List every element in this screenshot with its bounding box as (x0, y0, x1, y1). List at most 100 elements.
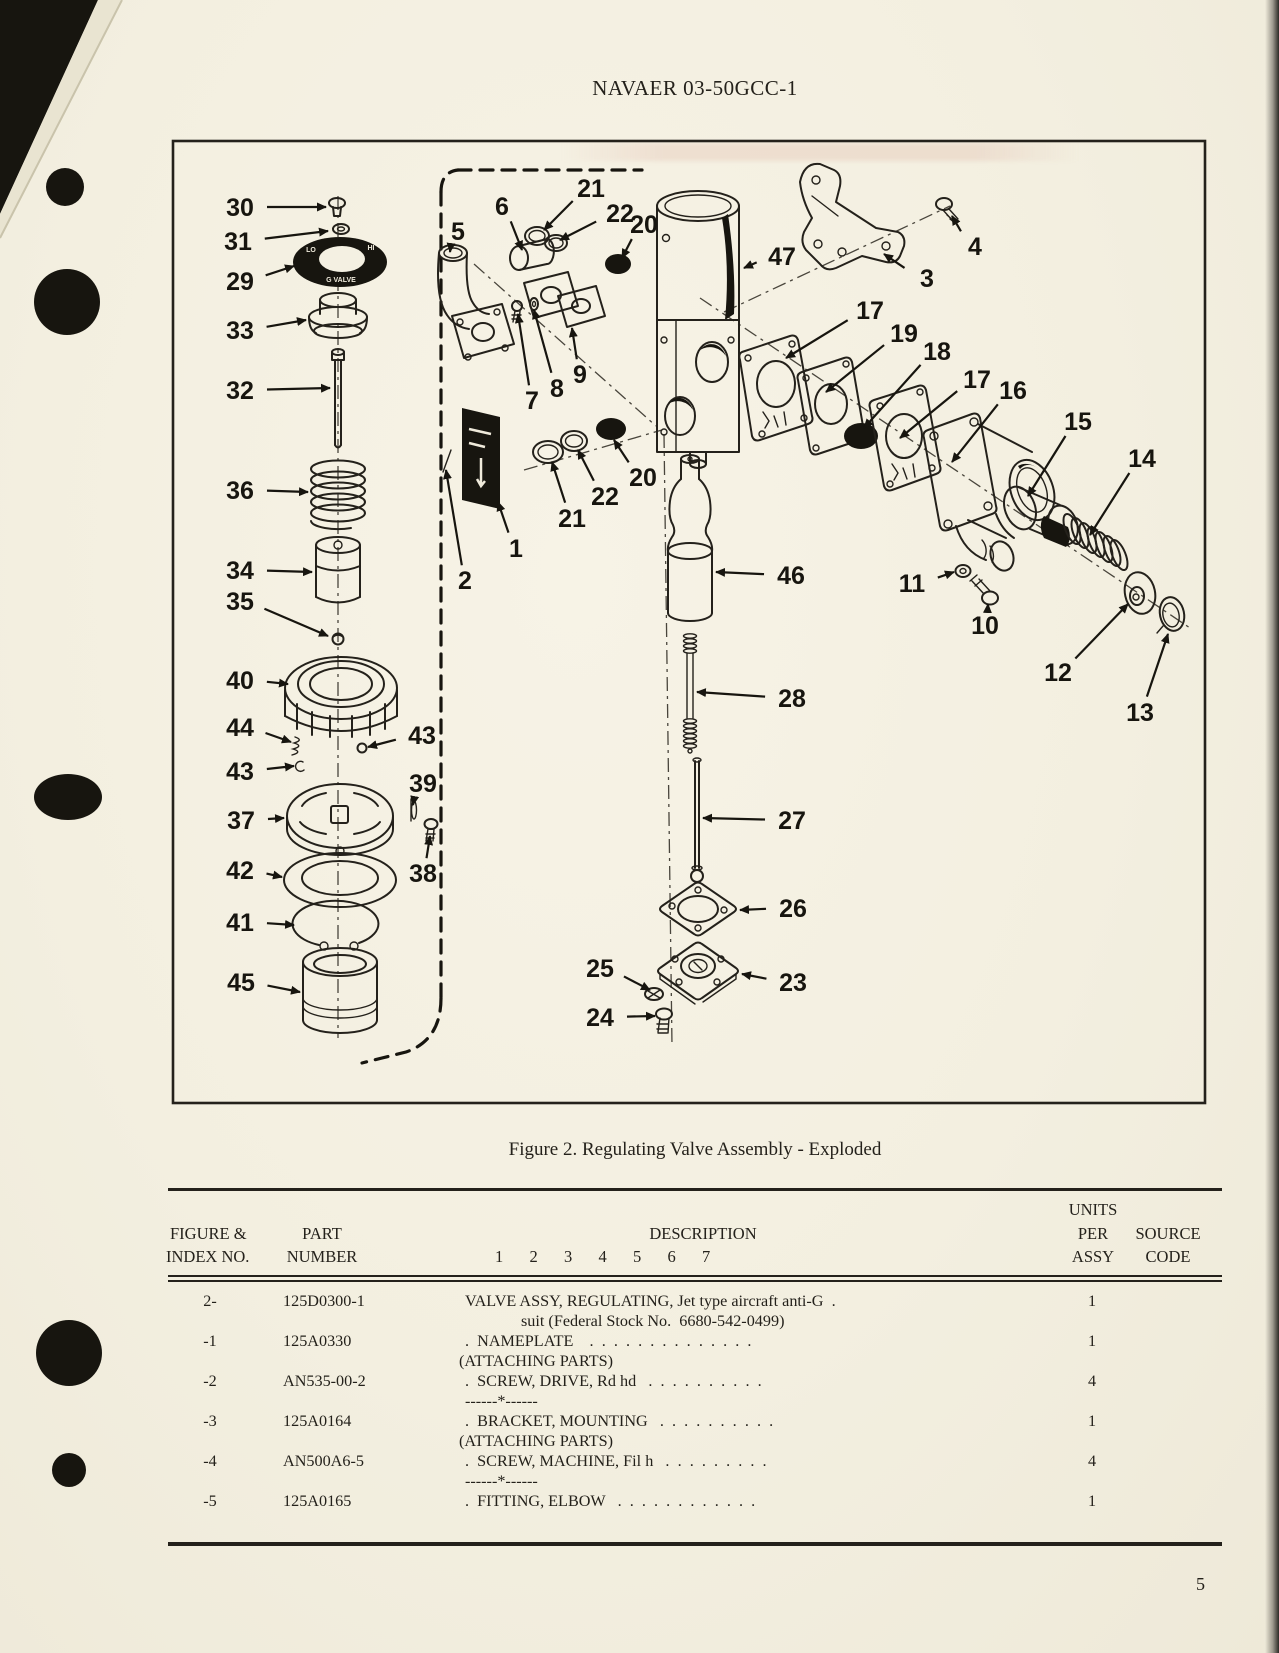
part-piston-34 (315, 536, 361, 604)
figure-border (171, 139, 1207, 1105)
cell-c2: 125A0330 (283, 1332, 352, 1350)
leader-line-24 (626, 1011, 656, 1021)
table-header-assy: ASSY (1071, 1247, 1115, 1266)
table-header-code: CODE (1145, 1247, 1191, 1266)
table-header-indent-levels: 1 2 3 4 5 6 7 (495, 1247, 717, 1266)
leader-line-11 (937, 570, 955, 580)
callout-36: 36 (226, 477, 254, 505)
leader-line-38 (424, 835, 434, 859)
leader-line-21 (550, 461, 567, 503)
part-elbow-housing-16 (922, 412, 1056, 572)
callout-2: 2 (458, 567, 472, 595)
leader-line-17 (899, 390, 958, 439)
leader-line-35 (263, 607, 329, 638)
leader-line-26 (739, 905, 767, 915)
leader-line-19 (825, 344, 885, 393)
svg-text:HI: HI (368, 245, 375, 252)
callout-32: 32 (226, 377, 254, 405)
callout-43: 43 (408, 722, 436, 750)
part-stem-32 (331, 348, 345, 449)
leader-line-5 (446, 242, 456, 253)
callout-21: 21 (558, 505, 586, 533)
table-header-source: SOURCE (1135, 1224, 1201, 1243)
leader-line-22 (559, 220, 597, 241)
leader-line-12 (1074, 603, 1129, 660)
callout-45: 45 (227, 969, 255, 997)
part-rings-21-22-20-top (524, 226, 631, 274)
part-gasket-17-first (738, 334, 814, 442)
callout-47: 47 (768, 243, 796, 271)
cell-c3: ------*------ (465, 1472, 538, 1490)
cell-c3: . SCREW, MACHINE, Fil h . . . . . . . . … (465, 1452, 767, 1470)
callout-18: 18 (923, 338, 951, 366)
table-header-per: PER (1077, 1224, 1109, 1243)
leader-line-1 (496, 501, 510, 533)
part-spring-rod-28 (682, 633, 698, 754)
leader-line-27 (702, 813, 766, 823)
part-cup-45 (302, 947, 378, 1034)
callout-24: 24 (586, 1004, 614, 1032)
callout-21: 21 (577, 175, 605, 203)
leader-line-43 (367, 738, 397, 750)
binder-marks (34, 168, 102, 1487)
callout-35: 35 (226, 588, 254, 616)
cell-c3: suit (Federal Stock No. 6680-542-0499) (521, 1312, 785, 1330)
callout-34: 34 (226, 557, 254, 585)
callout-44: 44 (226, 714, 254, 742)
part-screw-24 (655, 1007, 673, 1034)
part-spring-36 (310, 459, 366, 531)
cell-c3: VALVE ASSY, REGULATING, Jet type aircraf… (465, 1292, 836, 1310)
part-bracket-3 (799, 162, 906, 271)
cell-c1: -5 (203, 1492, 217, 1510)
table-header-number: NUMBER (286, 1247, 358, 1266)
table-header-part: PART (302, 1224, 342, 1243)
part-plate-9 (557, 285, 606, 328)
leader-line-17 (785, 319, 849, 359)
table-rule-top (168, 1188, 1222, 1191)
part-regulator-head-37 (286, 783, 394, 856)
callout-14: 14 (1128, 445, 1156, 473)
part-spring-14 (1062, 512, 1129, 572)
table-row: suit (Federal Stock No. 6680-542-0499) (160, 1312, 1226, 1332)
callout-1: 1 (509, 535, 523, 563)
table-header-description: DESCRIPTION (649, 1224, 757, 1243)
cell-c3: ------*------ (465, 1392, 538, 1410)
leader-line-22 (577, 449, 595, 482)
callout-5: 5 (451, 218, 465, 246)
leader-line-4 (951, 215, 962, 232)
table-header-index-no: INDEX NO. (166, 1247, 250, 1266)
part-valve-body-47 (656, 190, 740, 469)
callout-28: 28 (778, 685, 806, 713)
callout-17: 17 (856, 297, 884, 325)
doc-number: NAVAER 03-50GCC-1 (592, 76, 798, 100)
cell-c2: AN535-00-2 (283, 1372, 366, 1390)
part-nameplate-1 (462, 408, 500, 509)
table-rule-double-1 (168, 1275, 1222, 1277)
callout-13: 13 (1126, 699, 1154, 727)
leader-line-45 (267, 984, 301, 995)
callout-4: 4 (968, 233, 982, 261)
leader-line-15 (1027, 435, 1067, 497)
leader-line-40 (266, 678, 289, 688)
part-knurled-nut-40 (284, 656, 398, 738)
part-rings-21-22-20-lower (532, 418, 626, 464)
callout-43: 43 (226, 758, 254, 786)
part-screw-4 (935, 197, 959, 224)
leader-line-20 (613, 439, 630, 464)
part-screw-38 (423, 818, 439, 842)
leader-line-41 (266, 919, 295, 929)
callout-15: 15 (1064, 408, 1092, 436)
callout-10: 10 (971, 612, 999, 640)
callout-6: 6 (495, 193, 509, 221)
leader-line-2 (443, 469, 463, 566)
cell-c1: -1 (203, 1332, 217, 1350)
callout-23: 23 (779, 969, 807, 997)
callout-20: 20 (630, 211, 658, 239)
cell-c3: (ATTACHING PARTS) (459, 1352, 614, 1370)
callout-30: 30 (226, 194, 254, 222)
callout-7: 7 (525, 387, 539, 415)
cell-c2: 125A0165 (283, 1492, 352, 1510)
